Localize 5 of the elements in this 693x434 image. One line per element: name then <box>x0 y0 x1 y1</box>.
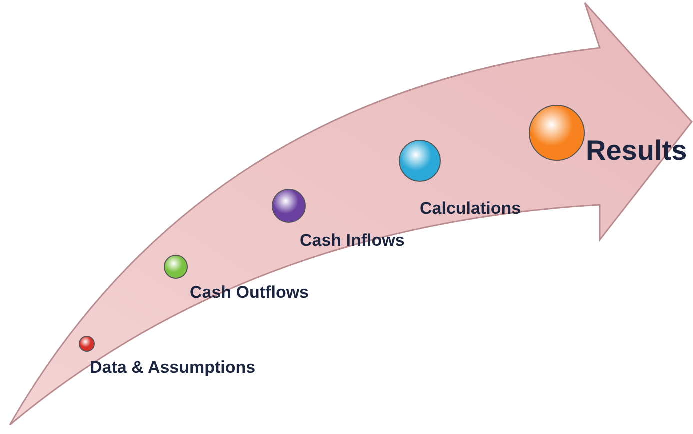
step-label: Calculations <box>420 199 522 219</box>
step-label: Results <box>586 135 688 167</box>
step-label: Cash Inflows <box>300 231 405 251</box>
step-label: Data & Assumptions <box>90 358 256 378</box>
step-label: Cash Outflows <box>190 283 310 303</box>
